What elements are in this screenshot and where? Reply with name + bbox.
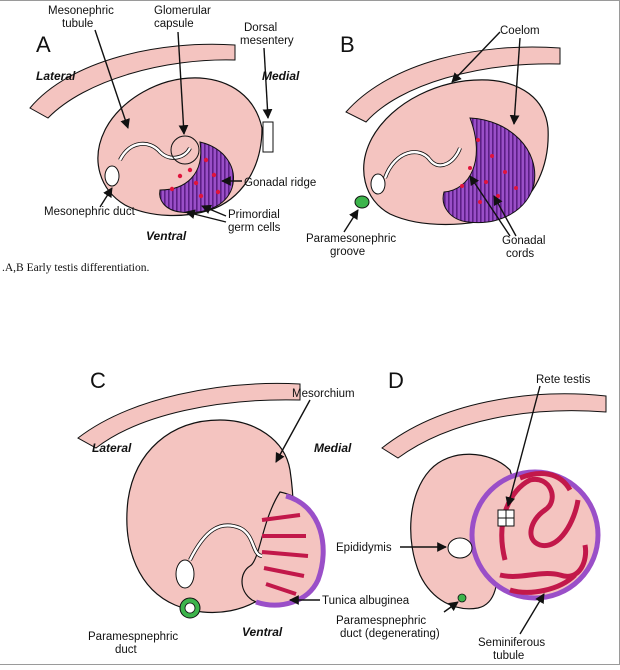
panel-a-dorsal-mesentery [262,121,274,153]
panel-a-glomerular-capsule [170,135,200,165]
label-ventral-c: Ventral [242,625,283,639]
label-primordial-germ-cells-1: Primordial [228,209,280,221]
panel-a-arrows [94,29,273,223]
label-tunica-albuginea: Tunica albuginea [322,595,410,607]
label-seminiferous-tubule-1: Seminiferous [478,637,545,649]
label-lateral-a: Lateral [36,69,76,83]
label-gonadal-cords-1: Gonadal [502,235,545,247]
panel-b-paramesonephric-groove [354,195,370,209]
panel-b: B Coelom Paramesonephric groove Gonadal … [306,25,561,260]
label-mesonephric-tubule-1: Mesonephric [48,5,114,17]
label-mesorchium: Mesorchium [292,388,355,400]
label-paramesonephric-duct-d-2: duct (degenerating) [340,628,440,640]
label-lateral-c: Lateral [92,441,132,455]
label-paramesonephric-groove-1: Paramesonephric [306,233,396,245]
panel-a-gonadal-ridge [159,141,234,214]
label-gonadal-cords-2: cords [506,248,534,260]
label-gonadal-ridge: Gonadal ridge [244,177,316,189]
panel-a-letter: A [36,32,51,57]
panel-c-arrows [275,399,320,605]
panel-a-body-wall [29,43,236,119]
label-mesonephric-tubule-2: tubule [62,18,93,30]
label-paramesonephric-duct-2: duct [115,644,138,656]
panel-b-letter: B [340,32,355,57]
panel-c-tunica-albuginea [255,493,326,608]
label-ventral-a: Ventral [146,229,187,243]
label-medial-c: Medial [314,441,352,455]
panel-c-letter: C [90,368,106,393]
label-dorsal-mesentery-2: mesentery [240,35,294,47]
panel-a-germ-cells [169,157,221,199]
label-primordial-germ-cells-2: germ cells [228,222,281,234]
panel-c: C Mesorchium Lateral Medial Tunica albug… [77,368,410,656]
panel-a-mesonephric-duct [104,165,120,187]
panel-d-epididymis [447,537,473,559]
label-epididymis: Epididymis [336,542,392,554]
panel-b-arrows [343,31,521,237]
label-glomerular-capsule-1: Glomerular [154,5,211,17]
panel-d-rete-testis [497,509,515,527]
label-rete-testis: Rete testis [536,374,591,386]
panel-d-paramesonephric-duct [457,593,467,603]
label-paramesonephric-groove-2: groove [330,246,365,258]
figure-caption: .A,B Early testis differentiation. [2,262,150,274]
label-paramesonephric-duct-d-1: Paramespnephric [336,615,426,627]
panel-c-body-wall [77,383,301,449]
top-border [0,0,620,1]
label-glomerular-capsule-2: capsule [154,18,194,30]
label-coelom: Coelom [500,25,540,37]
panel-d-letter: D [388,368,404,393]
label-seminiferous-tubule-2: tubule [493,650,524,662]
label-medial-a: Medial [262,69,300,83]
label-mesonephric-duct: Mesonephric duct [44,206,136,218]
panel-d: D Rete testis Epididymis Paramespnephric… [336,368,607,662]
panel-d-body-wall [381,393,607,459]
label-dorsal-mesentery-1: Dorsal [244,22,277,34]
panel-d-arrows [400,385,545,635]
panel-a: A Mesonephric tubule Glomerular [29,5,316,243]
panel-c-testis-cords [261,513,309,596]
panel-b-body-wall [345,46,561,123]
panel-b-gonad [442,117,536,224]
label-paramesonephric-duct-1: Paramespnephric [88,631,178,643]
